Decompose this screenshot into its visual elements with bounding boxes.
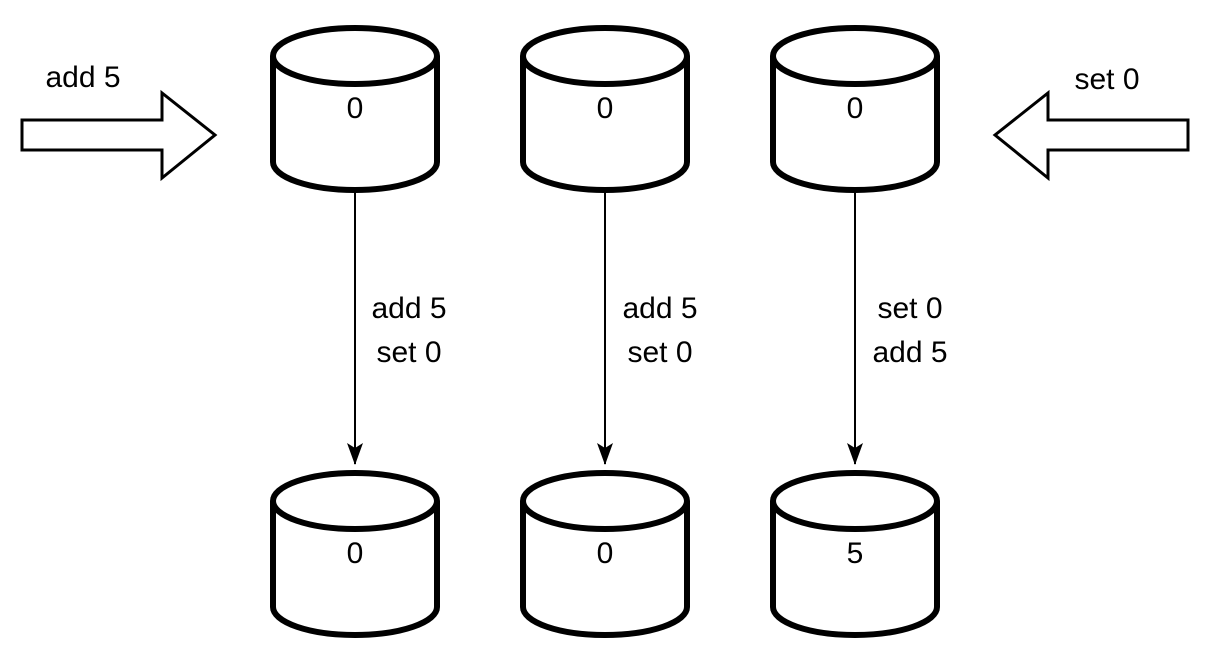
top-database-2-value: 0 xyxy=(597,92,614,125)
right-operation-label: set 0 xyxy=(1074,63,1139,96)
top-database-1-value: 0 xyxy=(347,92,364,125)
bottom-database-1-value: 0 xyxy=(347,537,364,570)
database-cylinder-icon xyxy=(770,56,940,193)
edge-3: set 0 add 5 xyxy=(847,193,948,465)
database-cylinder-icon xyxy=(270,56,440,193)
right-pointing-block-arrow-icon xyxy=(20,89,218,182)
database-cylinder-icon xyxy=(520,56,690,193)
edge-1-label-line1: add 5 xyxy=(371,292,446,325)
database-cylinder-top-icon xyxy=(520,25,690,87)
bottom-database-2: 0 xyxy=(520,470,690,638)
database-cylinder-icon xyxy=(270,501,440,638)
database-cylinder-top-icon xyxy=(770,470,940,532)
top-database-2: 0 xyxy=(520,25,690,193)
top-database-3-value: 0 xyxy=(847,92,864,125)
edge-3-label-line1: set 0 xyxy=(877,292,942,325)
bottom-database-2-value: 0 xyxy=(597,537,614,570)
edge-2: add 5 set 0 xyxy=(597,193,698,465)
bottom-database-3: 5 xyxy=(770,470,940,638)
edge-2-label-line2: set 0 xyxy=(627,336,692,369)
database-cylinder-top-icon xyxy=(770,25,940,87)
left-pointing-block-arrow-icon xyxy=(992,89,1190,182)
edge-1: add 5 set 0 xyxy=(347,193,447,465)
database-cylinder-icon xyxy=(520,501,690,638)
database-cylinder-icon xyxy=(770,501,940,638)
top-database-1: 0 xyxy=(270,25,440,193)
right-operation-group: set 0 xyxy=(992,63,1190,182)
top-database-3: 0 xyxy=(770,25,940,193)
left-operation-group: add 5 xyxy=(20,61,218,182)
left-operation-label: add 5 xyxy=(45,61,120,94)
edge-3-label-line2: add 5 xyxy=(872,336,947,369)
bottom-database-3-value: 5 xyxy=(847,537,864,570)
database-cylinder-top-icon xyxy=(520,470,690,532)
bottom-database-1: 0 xyxy=(270,470,440,638)
edge-2-label-line1: add 5 xyxy=(622,292,697,325)
edge-1-label-line2: set 0 xyxy=(376,336,441,369)
database-cylinder-top-icon xyxy=(270,25,440,87)
database-cylinder-top-icon xyxy=(270,470,440,532)
